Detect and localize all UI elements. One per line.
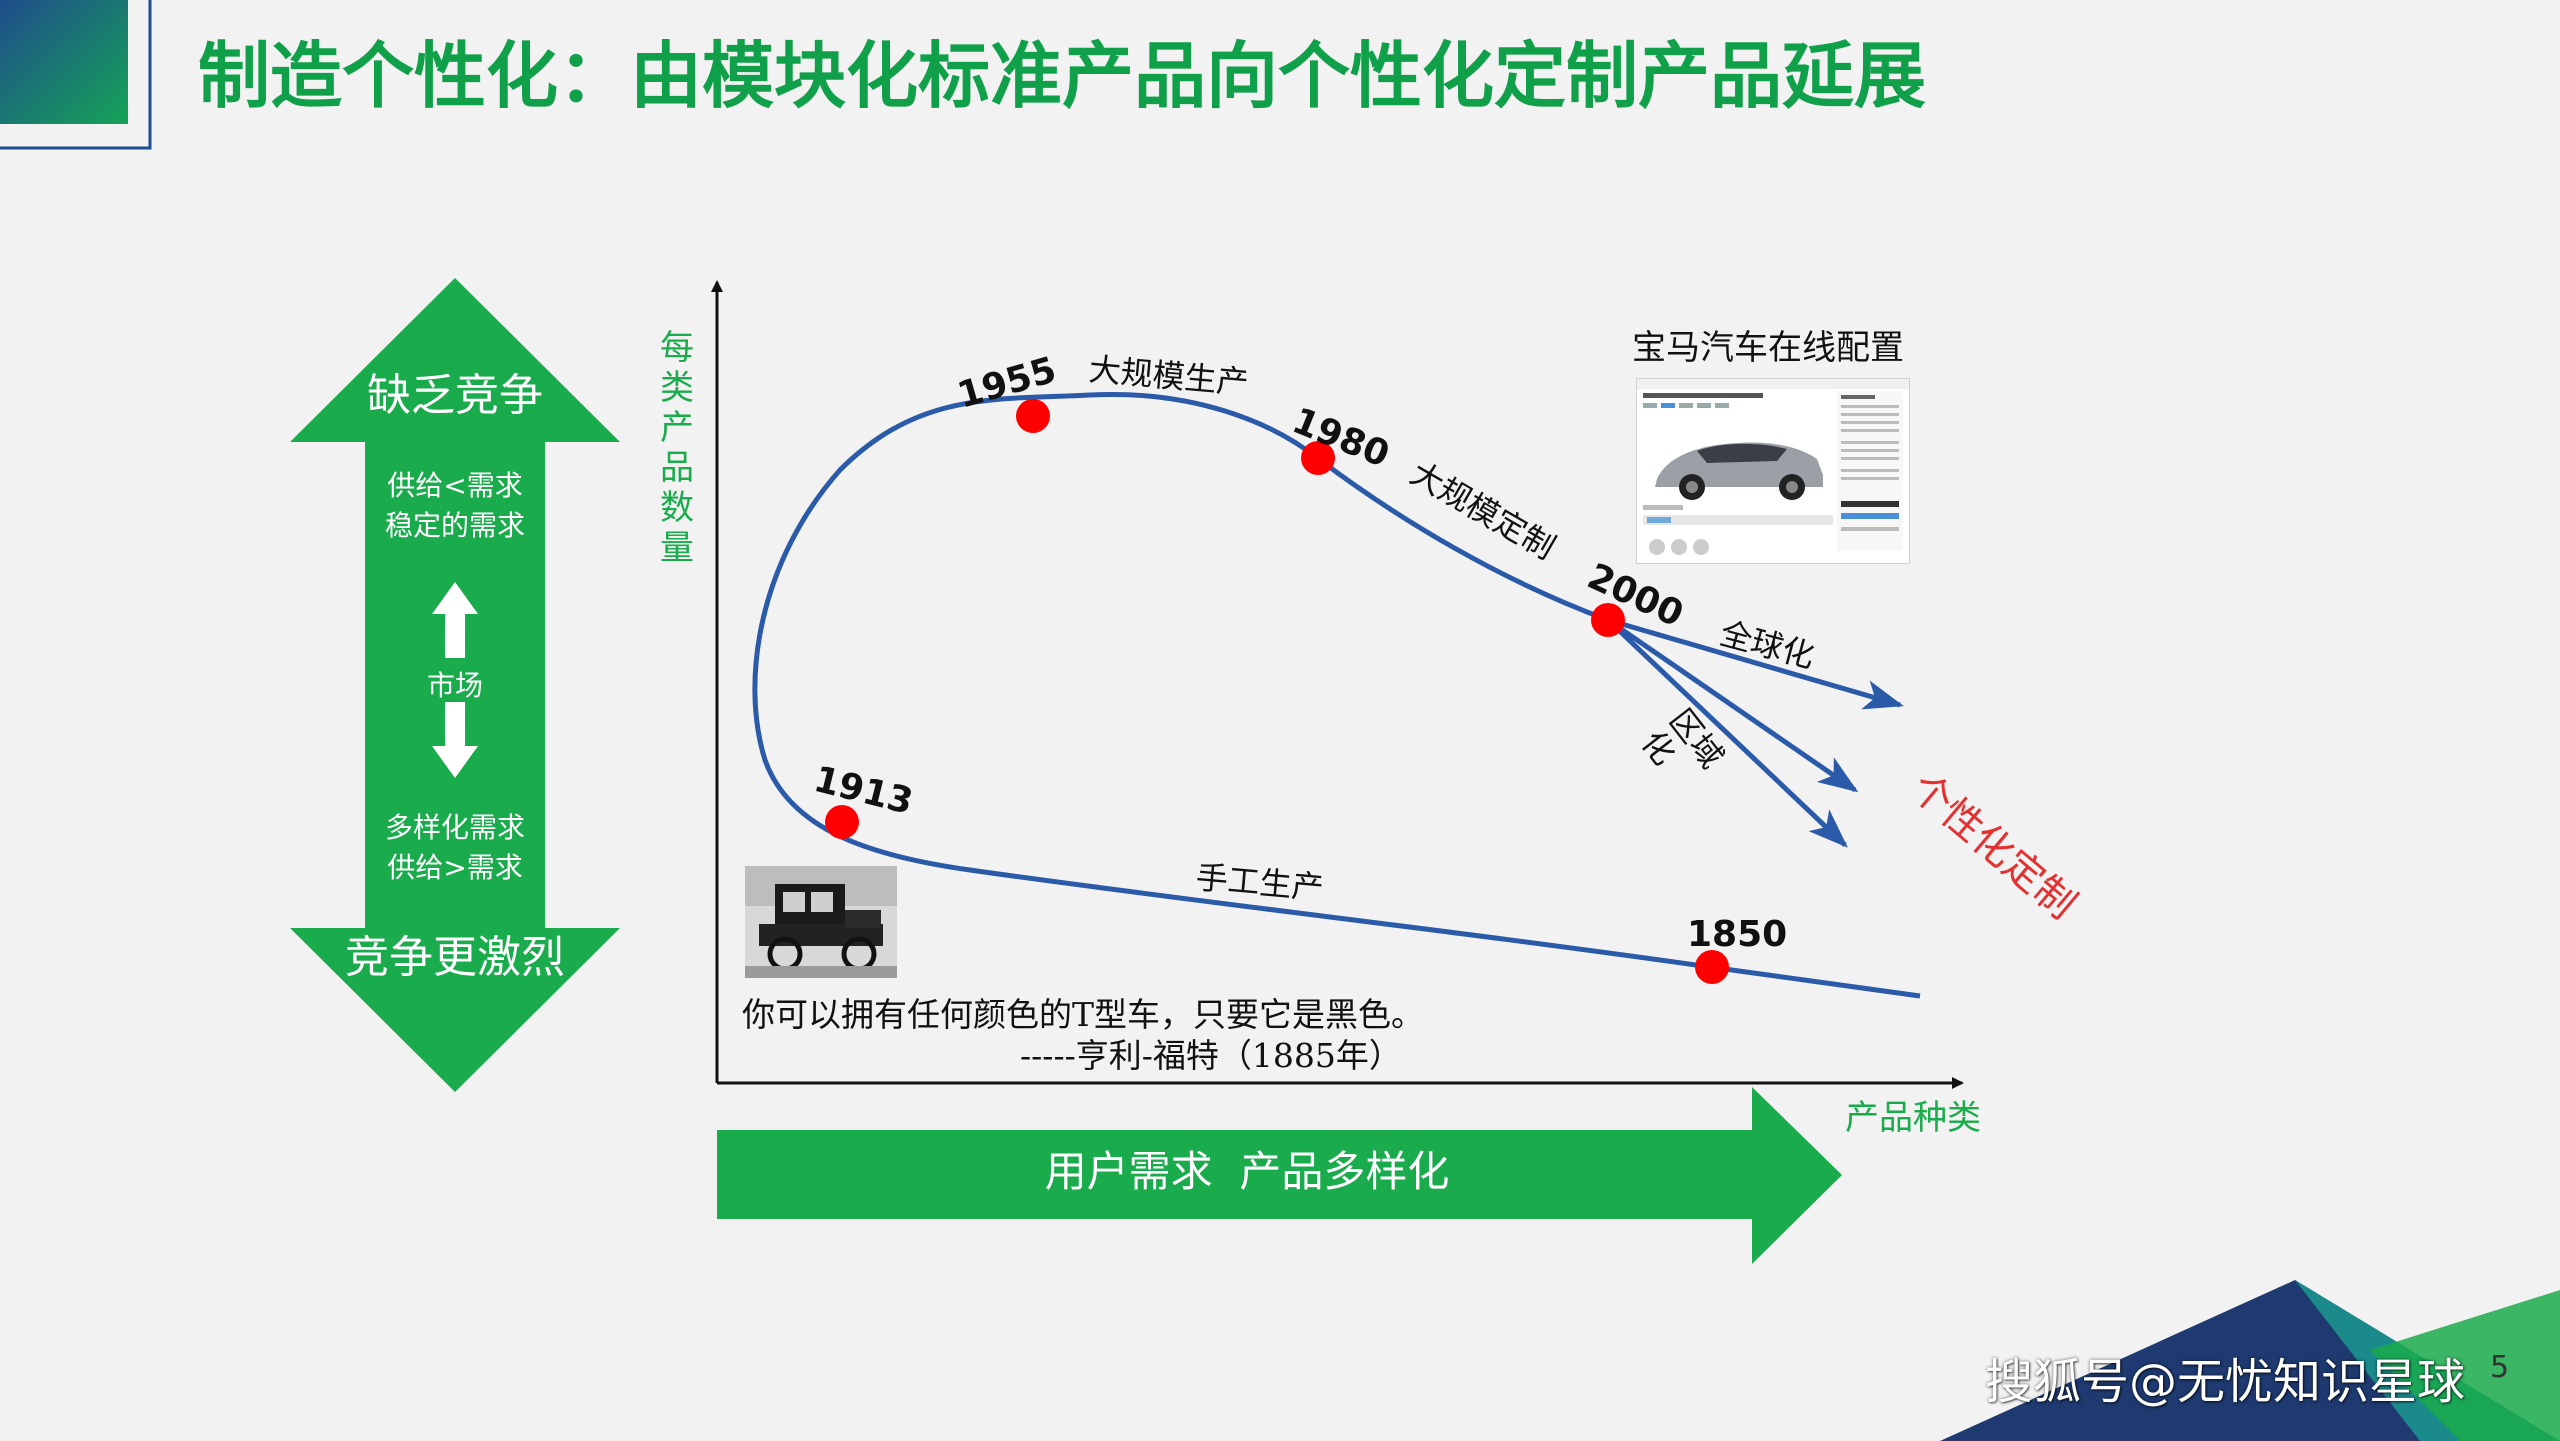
marker-1980: [1301, 441, 1335, 475]
x-axis-label: 产品种类: [1845, 1098, 1981, 1138]
bmw-car-icon: [1637, 379, 1909, 555]
arrow-middle-label: 市场: [426, 669, 483, 702]
watermark: 搜狐号@无忧知识星球: [1985, 1354, 2466, 1410]
bmw-caption: 宝马汽车在线配置: [1632, 328, 1904, 368]
ford-quote-line-1: 你可以拥有任何颜色的T型车，只要它是黑色。: [742, 995, 1425, 1034]
header-logo-block: [0, 0, 152, 152]
year-label-1850: 1850: [1687, 914, 1787, 955]
page-title: 制造个性化：由模块化标准产品向个性化定制产品延展: [198, 33, 1927, 118]
bmw-configurator-screenshot: [1636, 378, 1910, 564]
vintage-car-icon: [745, 866, 897, 978]
ford-quote-line-2: -----亨利-福特（1885年）: [1020, 1036, 1402, 1075]
phase-label-mass-customization: 大规模定制: [1404, 454, 1562, 567]
page-number: 5: [2490, 1350, 2510, 1385]
arrow-bottom-sub-1: 多样化需求: [384, 811, 525, 844]
year-label-1913: 1913: [810, 759, 917, 823]
marker-1913: [825, 805, 859, 839]
arrow-top-sub-2: 稳定的需求: [384, 509, 525, 542]
market-down-arrow-icon: [432, 702, 478, 778]
model-t-photo: [745, 866, 897, 978]
corner-triangle-green: [2370, 1290, 2560, 1441]
user-demand-arrow-shape: [717, 1087, 1842, 1264]
arrow-top-label: 缺乏竞争: [367, 370, 543, 421]
y-axis-label: 每类产品数量: [660, 328, 694, 568]
regional-branch: [1606, 618, 1848, 848]
marker-2000: [1591, 603, 1625, 637]
arrow-bottom-label: 竞争更激烈: [345, 932, 565, 983]
personalized-branch: [1606, 617, 1859, 793]
globalization-branch: [1607, 617, 1904, 710]
arrow-top-sub-1: 供给<需求: [387, 469, 523, 502]
marker-1955: [1016, 399, 1050, 433]
phase-label-personalized: 个性化定制: [1902, 764, 2085, 928]
user-demand-label: 用户需求 产品多样化: [1044, 1147, 1450, 1196]
user-demand-arrow: [717, 1087, 1842, 1264]
corner-decoration: [1940, 1280, 2560, 1441]
marker-1850: [1695, 950, 1729, 984]
market-up-arrow-icon: [432, 582, 478, 658]
market-arrow-shape: [290, 278, 620, 1092]
arrow-bottom-sub-2: 供给>需求: [387, 851, 523, 884]
phase-label-handcraft: 手工生产: [1194, 858, 1325, 907]
logo-gradient-square: [0, 0, 152, 150]
market-double-arrow: [290, 278, 620, 1092]
